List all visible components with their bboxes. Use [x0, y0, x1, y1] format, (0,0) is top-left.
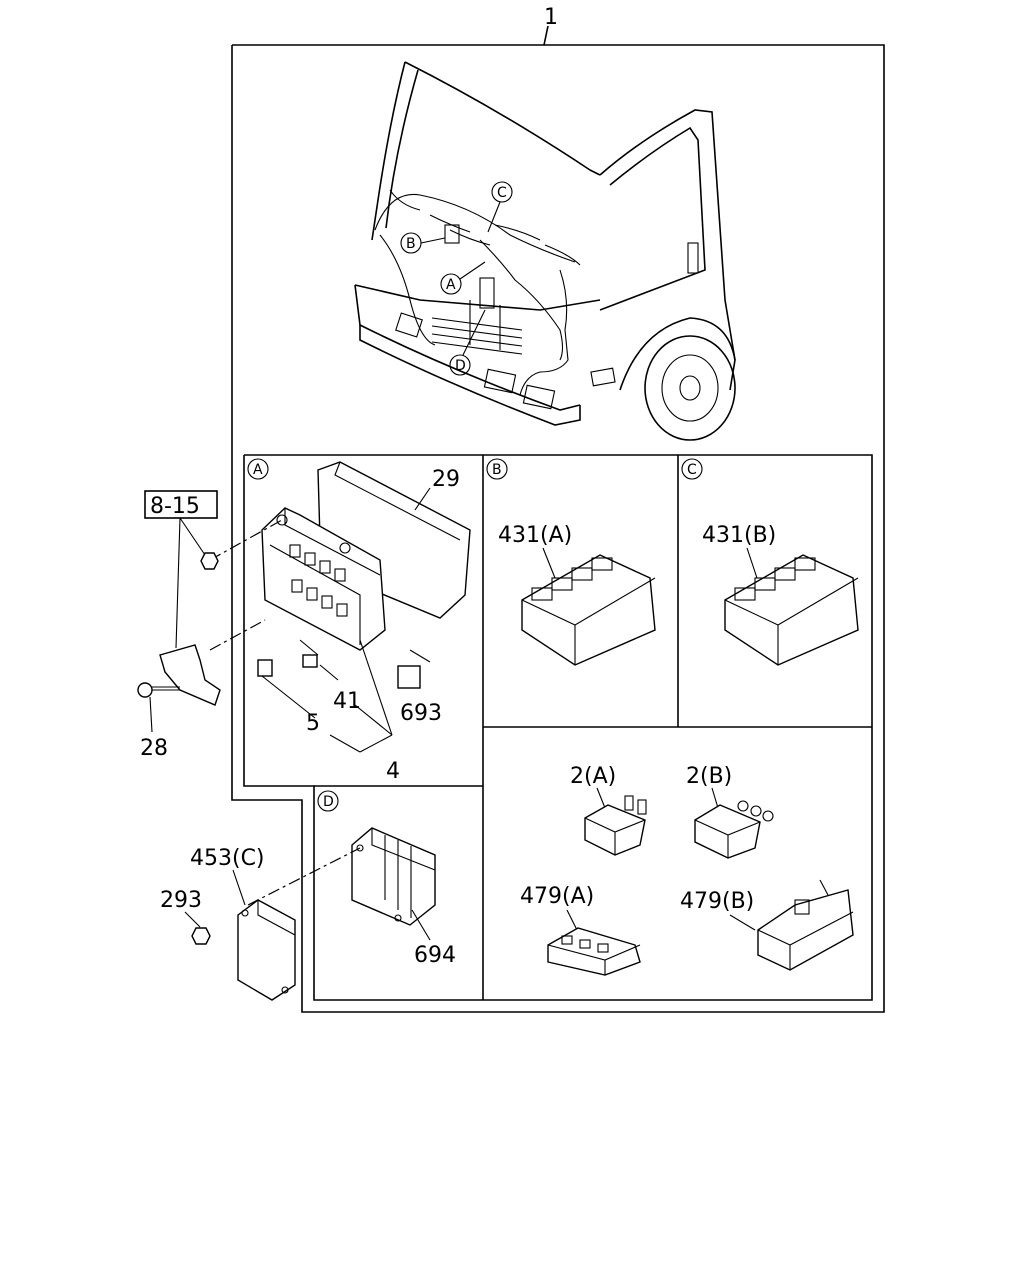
callout-module-453c: 453(C) [190, 846, 265, 871]
callout-relay-2b: 2(B) [686, 764, 732, 789]
fuse-box-body [261, 507, 386, 651]
relay-2b [694, 800, 774, 859]
callout-module-694: 694 [414, 943, 456, 968]
callout-conn-479b: 479(B) [680, 889, 754, 914]
panel-marker-b: B [486, 458, 508, 480]
callout-assembly: 1 [544, 5, 558, 30]
callout-ref-box: 8-15 [150, 494, 200, 519]
svg-text:A: A [446, 277, 456, 293]
module-453c [237, 899, 296, 1001]
svg-text:C: C [497, 185, 507, 201]
callout-fuse-cover: 29 [432, 467, 460, 492]
svg-text:D: D [455, 358, 466, 374]
truck-cab-illustration [354, 61, 736, 441]
svg-text:C: C [687, 462, 697, 478]
svg-text:A: A [253, 462, 263, 478]
svg-text:B: B [406, 236, 416, 252]
callout-conn-431b: 431(B) [702, 523, 776, 548]
ref-box-8-15 [144, 490, 218, 519]
connector-479b [757, 879, 854, 971]
panel-marker-c: C [681, 458, 703, 480]
nut-293 [191, 927, 211, 945]
leader-fuse-box-assy [329, 639, 393, 753]
bolt-28 [137, 682, 180, 733]
connector-431b [724, 554, 859, 666]
callout-conn-431a: 431(A) [498, 523, 572, 548]
detail-marker-a-top: A [440, 261, 486, 295]
fuse-small [257, 659, 316, 719]
callout-conn-479a: 479(A) [520, 884, 594, 909]
detail-panels-grid [243, 454, 873, 1001]
svg-text:B: B [492, 462, 502, 478]
callout-fuse-mini: 41 [333, 689, 361, 714]
fuse-mini [299, 639, 339, 681]
connector-479a [547, 927, 641, 976]
callout-bracket-bolt: 28 [140, 736, 168, 761]
module-694 [351, 827, 436, 926]
nut-small-top [200, 552, 219, 570]
callout-nut-293: 293 [160, 888, 202, 913]
callout-relay-693: 693 [400, 701, 442, 726]
svg-text:D: D [323, 794, 334, 810]
relay-693-part [397, 649, 431, 689]
detail-marker-b-top: B [400, 232, 446, 254]
panel-marker-d: D [317, 790, 339, 812]
panel-marker-a: A [247, 458, 269, 480]
detail-marker-d-top: D [449, 309, 486, 376]
connector-431a [521, 554, 656, 666]
callout-relay-2a: 2(A) [570, 764, 616, 789]
callout-fuse-small: 5 [306, 711, 320, 736]
callout-fuse-box-assy: 4 [386, 759, 400, 784]
relay-2a [584, 795, 647, 856]
main-frame [231, 25, 885, 1013]
bracket-part [159, 644, 221, 706]
detail-marker-c-top: C [487, 181, 513, 233]
